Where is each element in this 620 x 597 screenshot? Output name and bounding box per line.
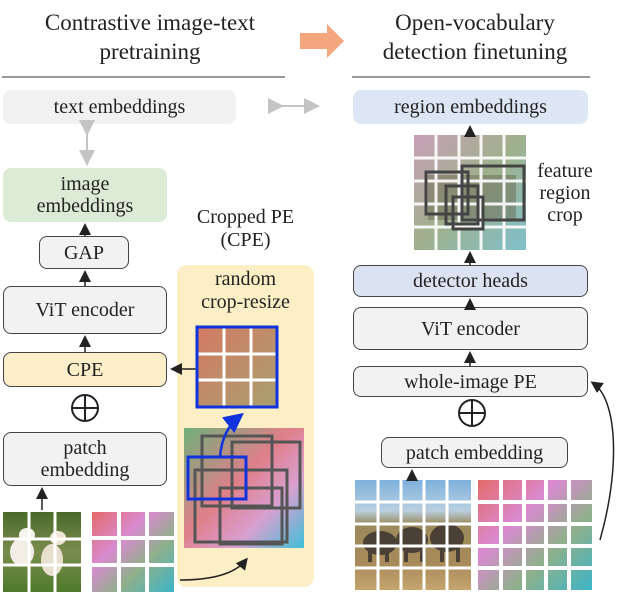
random-crop-line1: random — [214, 268, 277, 290]
image-embeddings-line2: embeddings — [36, 195, 134, 217]
left-title-line2: pretraining — [99, 39, 201, 64]
whole-image-pe-box: whole-image PE — [353, 366, 588, 397]
gap-label: GAP — [63, 241, 104, 264]
crop-line: crop — [547, 204, 583, 226]
positional-embedding-grid-right — [478, 480, 592, 590]
patch-embedding-box-left: patch embedding — [3, 432, 167, 486]
image-embeddings-box: image embeddings — [3, 168, 167, 222]
dog-photo-grid — [3, 512, 81, 592]
patch-embedding-line1: patch — [63, 437, 107, 459]
region-embeddings-label: region embeddings — [394, 96, 547, 118]
vit-encoder-label-right: ViT encoder — [421, 317, 520, 340]
text-embeddings-label: text embeddings — [53, 96, 186, 118]
blue-crop-arrow — [218, 412, 244, 458]
detector-heads-label: detector heads — [413, 270, 528, 292]
patch-embedding-label-right: patch embedding — [405, 441, 544, 464]
vit-encoder-box-right: ViT encoder — [353, 307, 588, 350]
region-line: region — [539, 182, 591, 204]
cropped-pe-grid — [195, 325, 279, 409]
cpe-box: CPE — [3, 352, 167, 387]
patch-embedding-line2: embedding — [40, 459, 130, 481]
positional-embedding-grid-left — [92, 512, 174, 592]
random-crop-label: random crop-resize — [177, 268, 314, 314]
region-embeddings-box: region embeddings — [353, 90, 588, 124]
right-title-line1: Open-vocabulary — [395, 10, 555, 35]
plus-circle-icon-left — [71, 394, 99, 422]
gap-box: GAP — [39, 236, 129, 269]
region-feature-grid — [414, 135, 526, 250]
vit-encoder-label-left: ViT encoder — [35, 299, 135, 321]
patch-embedding-box-right: patch embedding — [381, 437, 568, 468]
pe-with-random-crops — [184, 412, 304, 548]
text-embeddings-box: text embeddings — [3, 90, 236, 124]
cropped-pe-line1: Cropped PE — [196, 206, 295, 228]
arrow-pe-grid-to-whole-image-pe — [590, 381, 615, 541]
right-title: Open-vocabulary detection finetuning — [345, 8, 605, 66]
right-title-rule — [352, 76, 590, 78]
detector-heads-box: detector heads — [353, 265, 588, 297]
arrow-curve-to-cpe-panel — [179, 557, 248, 581]
cpe-label: CPE — [66, 358, 104, 381]
random-crop-line2: crop-resize — [201, 291, 290, 313]
whole-image-pe-label: whole-image PE — [404, 370, 537, 393]
left-title-line1: Contrastive image-text — [44, 10, 256, 35]
plus-circle-icon-right — [458, 399, 486, 427]
cropped-pe-line2: (CPE) — [220, 229, 271, 251]
left-title: Contrastive image-text pretraining — [0, 8, 300, 66]
right-title-line2: detection finetuning — [382, 39, 568, 64]
image-embeddings-line1: image — [60, 173, 110, 195]
left-title-rule — [2, 76, 285, 78]
cropped-pe-title: Cropped PE (CPE) — [177, 206, 314, 252]
orange-arrow-icon — [300, 24, 344, 58]
feature-line: feature — [537, 160, 593, 182]
elephant-photo-grid — [355, 480, 471, 590]
feature-region-crop-label: feature region crop — [530, 160, 600, 226]
vit-encoder-box-left: ViT encoder — [3, 286, 167, 334]
